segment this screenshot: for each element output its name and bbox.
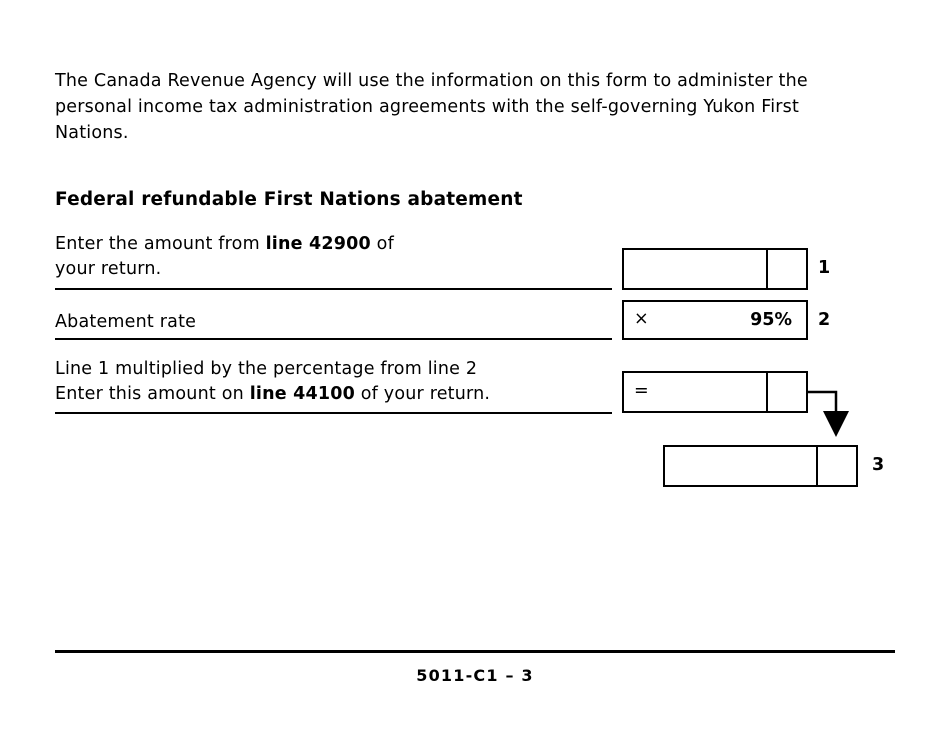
row1-dollars-field[interactable] xyxy=(624,250,766,288)
section-heading: Federal refundable First Nations abateme… xyxy=(55,189,523,210)
row3-text-before: Enter this amount on xyxy=(55,384,250,404)
row1-amount-box[interactable] xyxy=(622,248,808,290)
result-line-number: 3 xyxy=(872,455,885,475)
row3-first-line: Line 1 multiplied by the percentage from… xyxy=(55,359,478,379)
row2-rate-value: 95% xyxy=(750,310,792,330)
row2-rate-box: × 95% xyxy=(622,300,808,340)
row1-label: Enter the amount from line 42900 of your… xyxy=(55,232,615,282)
row3-dollars-field[interactable] xyxy=(655,373,766,411)
row2-label: Abatement rate xyxy=(55,312,197,332)
row1-line-number: 1 xyxy=(818,258,831,278)
row3-underline xyxy=(55,412,612,414)
row3-cents-field[interactable] xyxy=(766,373,806,411)
row2-underline xyxy=(55,338,612,340)
result-amount-box[interactable] xyxy=(663,445,858,487)
flow-arrow-icon xyxy=(806,390,849,437)
row3-bold-line-reference: line 44100 xyxy=(249,384,355,404)
multiply-operator-icon: × xyxy=(634,309,649,330)
row1-text-after: of xyxy=(370,234,394,254)
row1-underline xyxy=(55,288,612,290)
result-cents-field[interactable] xyxy=(816,447,856,485)
row1-cents-field[interactable] xyxy=(766,250,806,288)
row3-text-after: of your return. xyxy=(355,384,491,404)
row1-second-line: your return. xyxy=(55,259,162,279)
row3-operator-cell: = xyxy=(624,373,655,411)
row2-line-number: 2 xyxy=(818,310,831,330)
footer-form-code: 5011-C1 – 3 xyxy=(416,666,534,685)
row1-text-before: Enter the amount from xyxy=(55,234,266,254)
row1-bold-line-reference: line 42900 xyxy=(265,234,371,254)
intro-paragraph: The Canada Revenue Agency will use the i… xyxy=(55,71,808,143)
row3-label: Line 1 multiplied by the percentage from… xyxy=(55,357,615,407)
row2-operator-cell: × xyxy=(624,302,655,338)
result-dollars-field[interactable] xyxy=(665,447,816,485)
row3-amount-box[interactable]: = xyxy=(622,371,808,413)
footer-divider xyxy=(55,650,895,653)
equals-operator-icon: = xyxy=(634,381,649,402)
